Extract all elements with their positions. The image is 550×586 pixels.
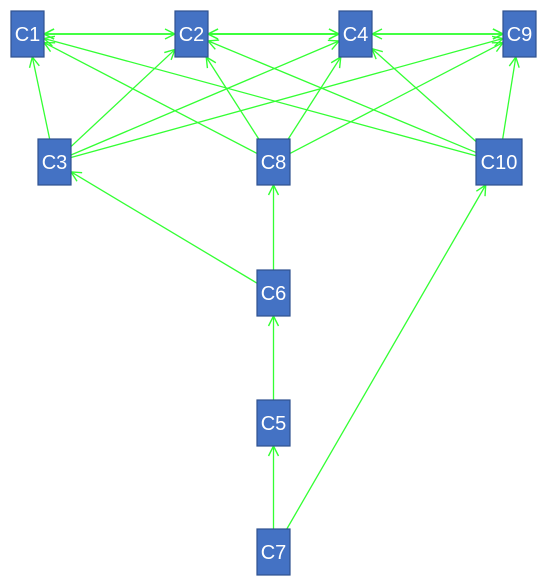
node-box-c9 [502, 10, 537, 58]
node-box-c7 [256, 528, 291, 576]
node-c10: C10 [475, 138, 523, 186]
node-c6: C6 [256, 269, 291, 317]
edge-c10-to-c2 [208, 41, 477, 154]
node-label-c4: C4 [343, 24, 369, 46]
node-label-c6: C6 [261, 283, 287, 305]
node-label-c9: C9 [507, 24, 533, 46]
node-c4: C4 [338, 10, 373, 58]
node-c7: C7 [256, 528, 291, 576]
node-box-c6 [256, 269, 291, 317]
node-box-c2 [174, 10, 209, 58]
node-box-c10 [475, 138, 523, 186]
node-c2: C2 [174, 10, 209, 58]
node-box-c8 [256, 138, 291, 186]
node-label-c5: C5 [261, 413, 287, 435]
node-label-c1: C1 [15, 24, 41, 46]
edge-c10-to-c1 [44, 38, 477, 157]
node-box-c5 [256, 399, 291, 447]
node-box-c3 [37, 138, 72, 186]
edge-c3-to-c1 [32, 57, 51, 140]
node-c5: C5 [256, 399, 291, 447]
edge-c10-to-c9 [502, 57, 516, 140]
edges-layer [32, 34, 516, 530]
node-label-c7: C7 [261, 542, 287, 564]
edge-c8-to-c1 [44, 43, 258, 154]
edge-c3-to-c2 [70, 49, 175, 148]
node-c9: C9 [502, 10, 537, 58]
node-label-c3: C3 [42, 152, 68, 174]
node-box-c4 [338, 10, 373, 58]
node-label-c8: C8 [261, 152, 287, 174]
node-label-c2: C2 [179, 24, 205, 46]
node-c3: C3 [37, 138, 72, 186]
edge-c8-to-c2 [206, 57, 260, 140]
edge-c6-to-c3 [71, 172, 258, 284]
node-c8: C8 [256, 138, 291, 186]
node-c1: C1 [10, 10, 45, 58]
edge-c3-to-c9 [70, 39, 503, 159]
edge-c10-to-c4 [372, 49, 477, 142]
edge-c7-to-c10 [286, 185, 486, 530]
edge-c3-to-c4 [70, 41, 339, 156]
edge-c8-to-c9 [289, 43, 503, 154]
node-label-c10: C10 [481, 152, 518, 174]
edge-c8-to-c4 [287, 57, 341, 140]
node-box-c1 [10, 10, 45, 58]
